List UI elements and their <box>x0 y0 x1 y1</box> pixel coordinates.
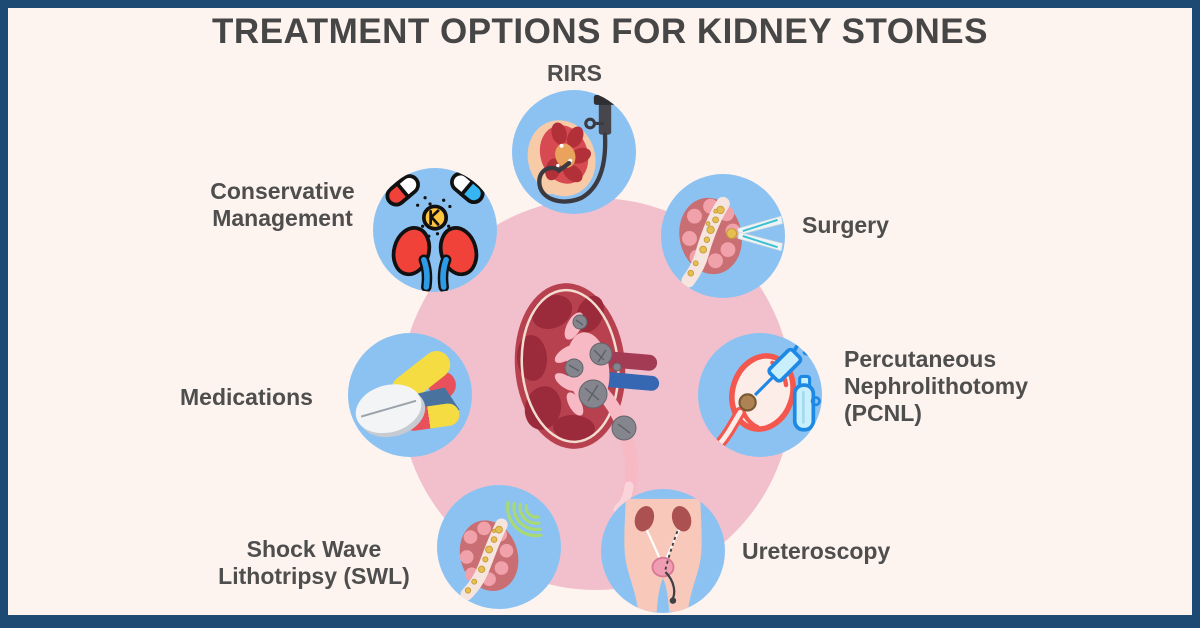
label-conservative-management: Conservative Management <box>210 178 355 231</box>
page-title: TREATMENT OPTIONS FOR KIDNEY STONES <box>212 12 988 51</box>
blue-capsule <box>450 171 485 204</box>
access-sheath-instrument <box>792 374 821 432</box>
vitamin-k-coin <box>421 204 449 231</box>
red-capsule <box>385 174 420 207</box>
medications-circle <box>348 333 472 457</box>
kidney-with-stones-illustration <box>514 283 660 514</box>
nephroscope <box>753 338 814 397</box>
ureteroscope-wire <box>664 529 679 604</box>
label-medications: Medications <box>180 384 313 410</box>
kidneys-with-supplement-capsules-icon <box>385 171 485 292</box>
label-rirs: RIRS <box>547 60 602 86</box>
ureter <box>587 377 639 499</box>
shock-waves <box>506 500 543 538</box>
ureteroscope <box>537 90 617 204</box>
conservative-management-circle <box>373 168 497 292</box>
label-pcnl: Percutaneous Nephrolithotomy (PCNL) <box>844 346 1028 426</box>
ureteroscopy-circle <box>601 489 725 613</box>
label-ureteroscopy: Ureteroscopy <box>742 538 891 564</box>
scope-through-urinary-tract-icon <box>624 498 702 612</box>
label-surgery: Surgery <box>802 212 889 238</box>
label-swl: Shock Wave Lithotripsy (SWL) <box>218 536 410 589</box>
pills-and-tablet-icon <box>355 351 460 438</box>
renal-vein <box>596 371 660 391</box>
nephroscope-puncturing-kidney-icon <box>713 338 821 451</box>
bladder <box>651 556 675 578</box>
pcnl-circle <box>698 333 822 457</box>
shock-waves-on-kidney-icon <box>448 500 543 609</box>
forceps-removing-stone-from-kidney-icon <box>669 196 783 298</box>
surgery-circle <box>661 174 785 298</box>
swl-circle <box>437 485 561 609</box>
rirs-flexible-scope-kidney-icon <box>527 90 617 204</box>
rirs-circle <box>512 90 636 214</box>
kidney-pair <box>391 226 479 292</box>
white-tablet <box>355 384 426 438</box>
surgical-forceps <box>726 215 783 252</box>
kidney-stone <box>738 393 757 412</box>
